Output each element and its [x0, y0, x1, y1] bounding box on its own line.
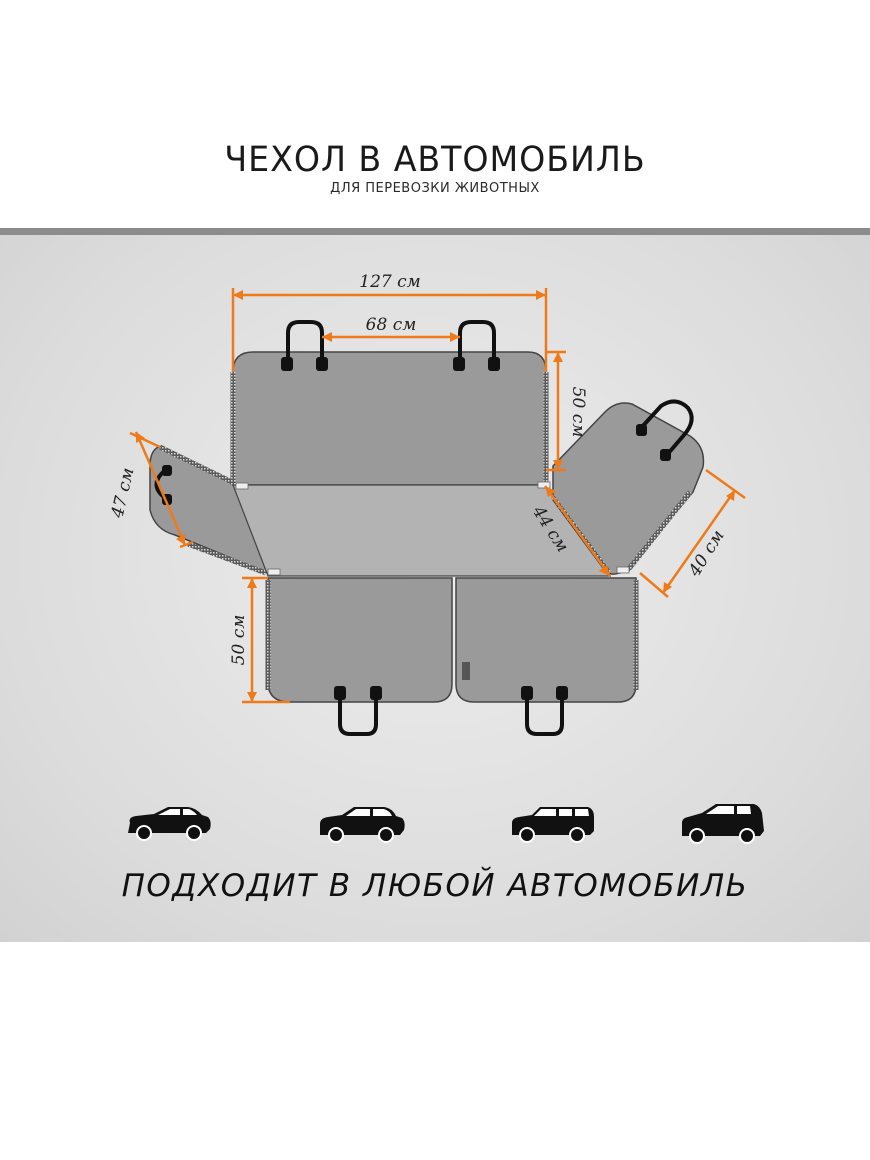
suv-icon — [512, 807, 594, 843]
dim-back-height: 50 см — [568, 387, 588, 438]
minivan-icon — [682, 804, 764, 844]
zipper-pulls — [235, 481, 630, 576]
dim-total-width: 127 см — [359, 272, 420, 292]
page-subtitle: ДЛЯ ПЕРЕВОЗКИ ЖИВОТНЫХ — [330, 181, 540, 196]
sedan-icon — [128, 807, 211, 841]
dim-front-height: 50 см — [229, 615, 249, 666]
backrest-panel — [230, 320, 549, 486]
dim-headrest-spacing: 68 см — [366, 315, 417, 335]
front-left-flap — [265, 577, 453, 736]
dim-side-flap-height: 47 см — [107, 466, 138, 521]
divider-stripe — [0, 228, 870, 235]
compatibility-caption: ПОДХОДИТ В ЛЮБОЙ АВТОМОБИЛЬ — [121, 868, 749, 904]
crossover-icon — [320, 807, 405, 843]
page-title: ЧЕХОЛ В АВТОМОБИЛЬ — [224, 140, 646, 180]
header: ЧЕХОЛ В АВТОМОБИЛЬ ДЛЯ ПЕРЕВОЗКИ ЖИВОТНЫ… — [0, 0, 870, 230]
front-right-flap — [455, 577, 639, 736]
dimension-lines — [129, 288, 746, 704]
left-side-flap — [149, 444, 270, 576]
